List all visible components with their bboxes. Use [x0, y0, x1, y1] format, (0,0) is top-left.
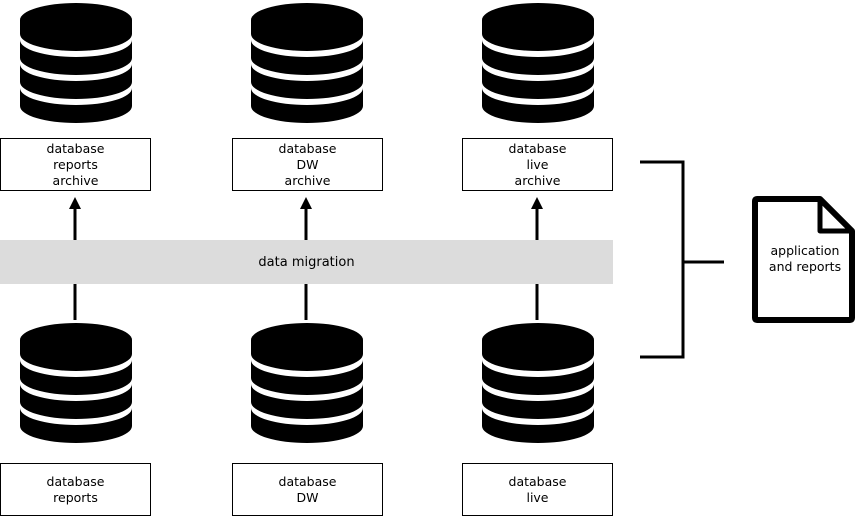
source-box-reports: database reports [0, 463, 151, 516]
database-icon [20, 323, 132, 443]
box-line: database [46, 140, 105, 156]
data-migration-label: data migration [258, 254, 355, 270]
data-migration-band: data migration [0, 240, 613, 284]
box-line: reports [53, 156, 98, 172]
database-icon [482, 323, 594, 443]
box-line: archive [52, 172, 99, 188]
box-line: DW [296, 156, 319, 172]
box-line: database [508, 140, 567, 156]
archive-box-reports: database reports archive [0, 138, 151, 191]
archive-box-live: database live archive [462, 138, 613, 191]
box-line: database [278, 473, 337, 489]
box-line: live [526, 156, 549, 172]
document-label-line: and reports [768, 259, 842, 274]
box-line: live [526, 489, 549, 505]
source-box-live: database live [462, 463, 613, 516]
box-line: archive [284, 172, 331, 188]
document-fold [817, 199, 852, 234]
database-icon [20, 3, 132, 123]
document-label: application and reports [757, 243, 853, 275]
box-line: database [46, 473, 105, 489]
box-line: reports [53, 489, 98, 505]
box-line: archive [514, 172, 561, 188]
grouping-bracket [640, 160, 724, 359]
archive-box-dw: database DW archive [232, 138, 383, 191]
database-icon [251, 323, 363, 443]
document-label-line: application [770, 243, 840, 258]
database-icon [251, 3, 363, 123]
box-line: DW [296, 489, 319, 505]
box-line: database [278, 140, 337, 156]
database-icon [482, 3, 594, 123]
source-box-dw: database DW [232, 463, 383, 516]
box-line: database [508, 473, 567, 489]
